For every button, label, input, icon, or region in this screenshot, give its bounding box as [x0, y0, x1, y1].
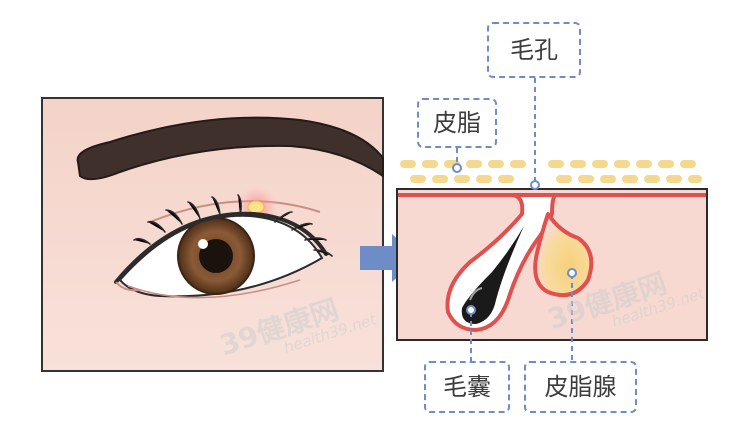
pupil: [199, 239, 233, 273]
hair-follicle-bulb: [461, 226, 524, 324]
eyebrow: [76, 116, 384, 181]
label-sebaceous-gland: 皮脂腺: [524, 361, 637, 413]
label-pore: 毛孔: [487, 22, 581, 78]
tear-duct: [115, 281, 141, 292]
eye-highlight: [198, 239, 208, 249]
pore-dot: [530, 180, 540, 190]
eyelashes: [133, 194, 333, 257]
sebum-dot: [452, 163, 462, 173]
sebum-layer: [400, 160, 702, 183]
upper-eyelid: [114, 211, 328, 284]
label-hair-follicle: 毛囊: [424, 361, 510, 413]
label-sebum: 皮脂: [417, 98, 497, 148]
eye-panel: [41, 97, 384, 372]
gland-dot: [567, 268, 577, 278]
leader-lines: [456, 78, 573, 361]
follicle-dot: [466, 305, 476, 315]
lower-eyelid: [127, 279, 301, 299]
skin-section: [396, 160, 708, 341]
leader-dots: [452, 163, 577, 315]
stye-bump: [247, 200, 265, 214]
